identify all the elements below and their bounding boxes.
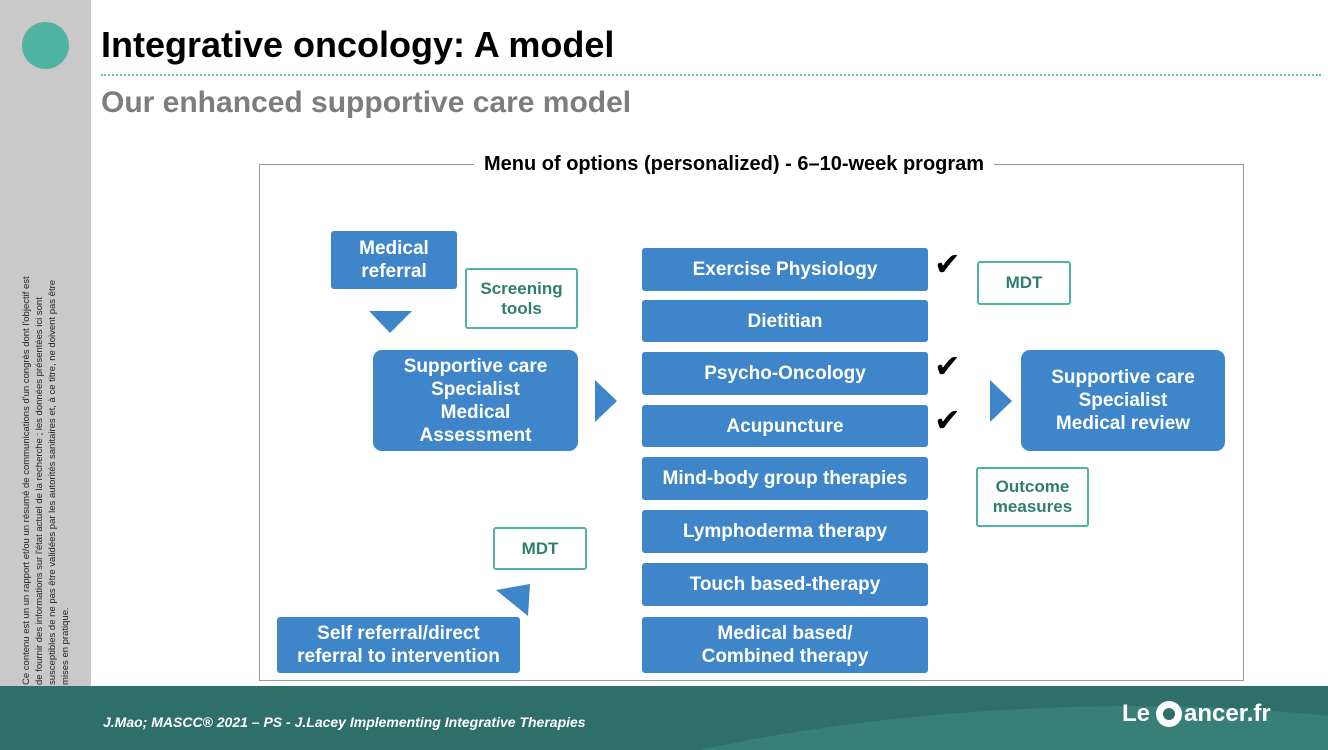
option-exercise-physiology: Exercise Physiology <box>642 248 928 291</box>
footer-citation: J.Mao; MASCC® 2021 – PS - J.Lacey Implem… <box>103 714 586 730</box>
check-icon: ✔ <box>934 402 961 438</box>
option-touch-based: Touch based-therapy <box>642 563 928 606</box>
option-psycho-oncology: Psycho-Oncology <box>642 352 928 395</box>
option-acupuncture: Acupuncture <box>642 405 928 447</box>
self-referral-box: Self referral/direct referral to interve… <box>277 617 520 673</box>
sidebar <box>0 0 91 686</box>
teal-dot-icon <box>22 22 69 69</box>
arrow-right-icon <box>595 380 617 422</box>
outcome-measures-box: Outcome measures <box>976 467 1089 527</box>
medical-referral-box: Medical referral <box>331 231 457 289</box>
check-icon: ✔ <box>934 246 961 282</box>
logo-prefix: Le <box>1122 700 1151 727</box>
frame-title: Menu of options (personalized) - 6–10-we… <box>474 153 995 176</box>
option-dietitian: Dietitian <box>642 300 928 342</box>
option-medical-combined: Medical based/ Combined therapy <box>642 617 928 673</box>
assessment-box: Supportive care Specialist Medical Asses… <box>373 350 578 451</box>
option-mind-body: Mind-body group therapies <box>642 457 928 500</box>
option-lymphoderma: Lymphoderma therapy <box>642 510 928 553</box>
title-divider <box>101 74 1321 76</box>
check-icon: ✔ <box>934 348 961 384</box>
mdt-right-box: MDT <box>977 261 1071 305</box>
arrow-right-icon <box>990 380 1012 422</box>
slide-title: Integrative oncology: A model <box>101 24 615 65</box>
screening-tools-box: Screening tools <box>465 268 578 329</box>
logo-c-icon <box>1156 701 1183 727</box>
mdt-left-box: MDT <box>493 527 587 570</box>
medical-review-box: Supportive care Specialist Medical revie… <box>1021 350 1225 451</box>
lecancer-logo: Le ancer.fr <box>1122 700 1271 728</box>
arrow-down-icon <box>369 311 412 333</box>
slide-subtitle: Our enhanced supportive care model <box>101 86 632 119</box>
logo-suffix: ancer.fr <box>1184 700 1271 727</box>
arrow-up-left-icon <box>496 584 530 616</box>
